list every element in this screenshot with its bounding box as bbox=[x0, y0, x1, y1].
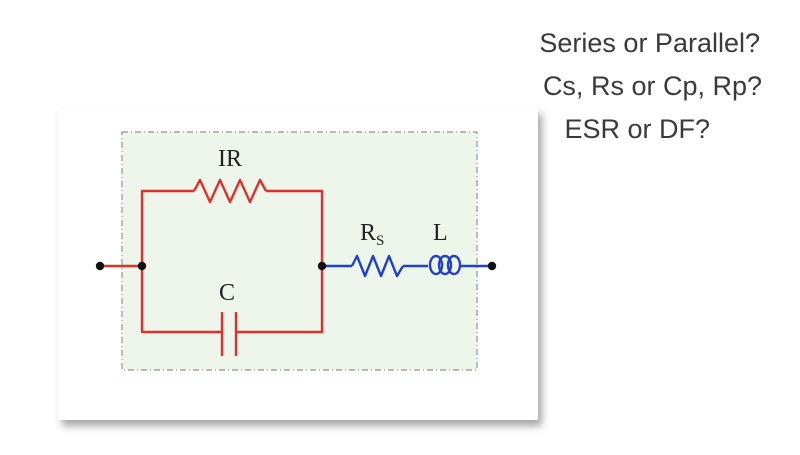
label-rs-main: R bbox=[360, 220, 376, 246]
question-esr-df: ESR or DF? bbox=[564, 114, 710, 144]
inductor-coil bbox=[428, 254, 462, 276]
label-rs-sub: S bbox=[376, 233, 384, 249]
rs-resistor bbox=[350, 254, 405, 278]
junction-right-dot bbox=[317, 261, 327, 271]
label-l: L bbox=[433, 220, 448, 246]
label-ir: IR bbox=[218, 146, 242, 172]
left-bottom-wire bbox=[140, 266, 222, 334]
component-boundary-box bbox=[121, 131, 478, 371]
question-series-parallel: Series or Parallel? bbox=[539, 28, 760, 58]
label-rs: RS bbox=[360, 220, 384, 249]
right-top-wire bbox=[266, 189, 324, 266]
terminal-left-dot bbox=[95, 261, 105, 271]
parallel-branch bbox=[100, 178, 324, 356]
label-c: C bbox=[219, 280, 235, 306]
junction-left-dot bbox=[137, 261, 147, 271]
series-branch bbox=[322, 254, 492, 278]
right-bottom-wire bbox=[236, 266, 324, 334]
junction-dots bbox=[95, 261, 497, 271]
question-cs-rs-cp-rp: Cs, Rs or Cp, Rp? bbox=[542, 71, 762, 101]
terminal-right-dot bbox=[487, 261, 497, 271]
left-top-wire bbox=[140, 189, 194, 266]
ir-resistor bbox=[192, 178, 268, 204]
